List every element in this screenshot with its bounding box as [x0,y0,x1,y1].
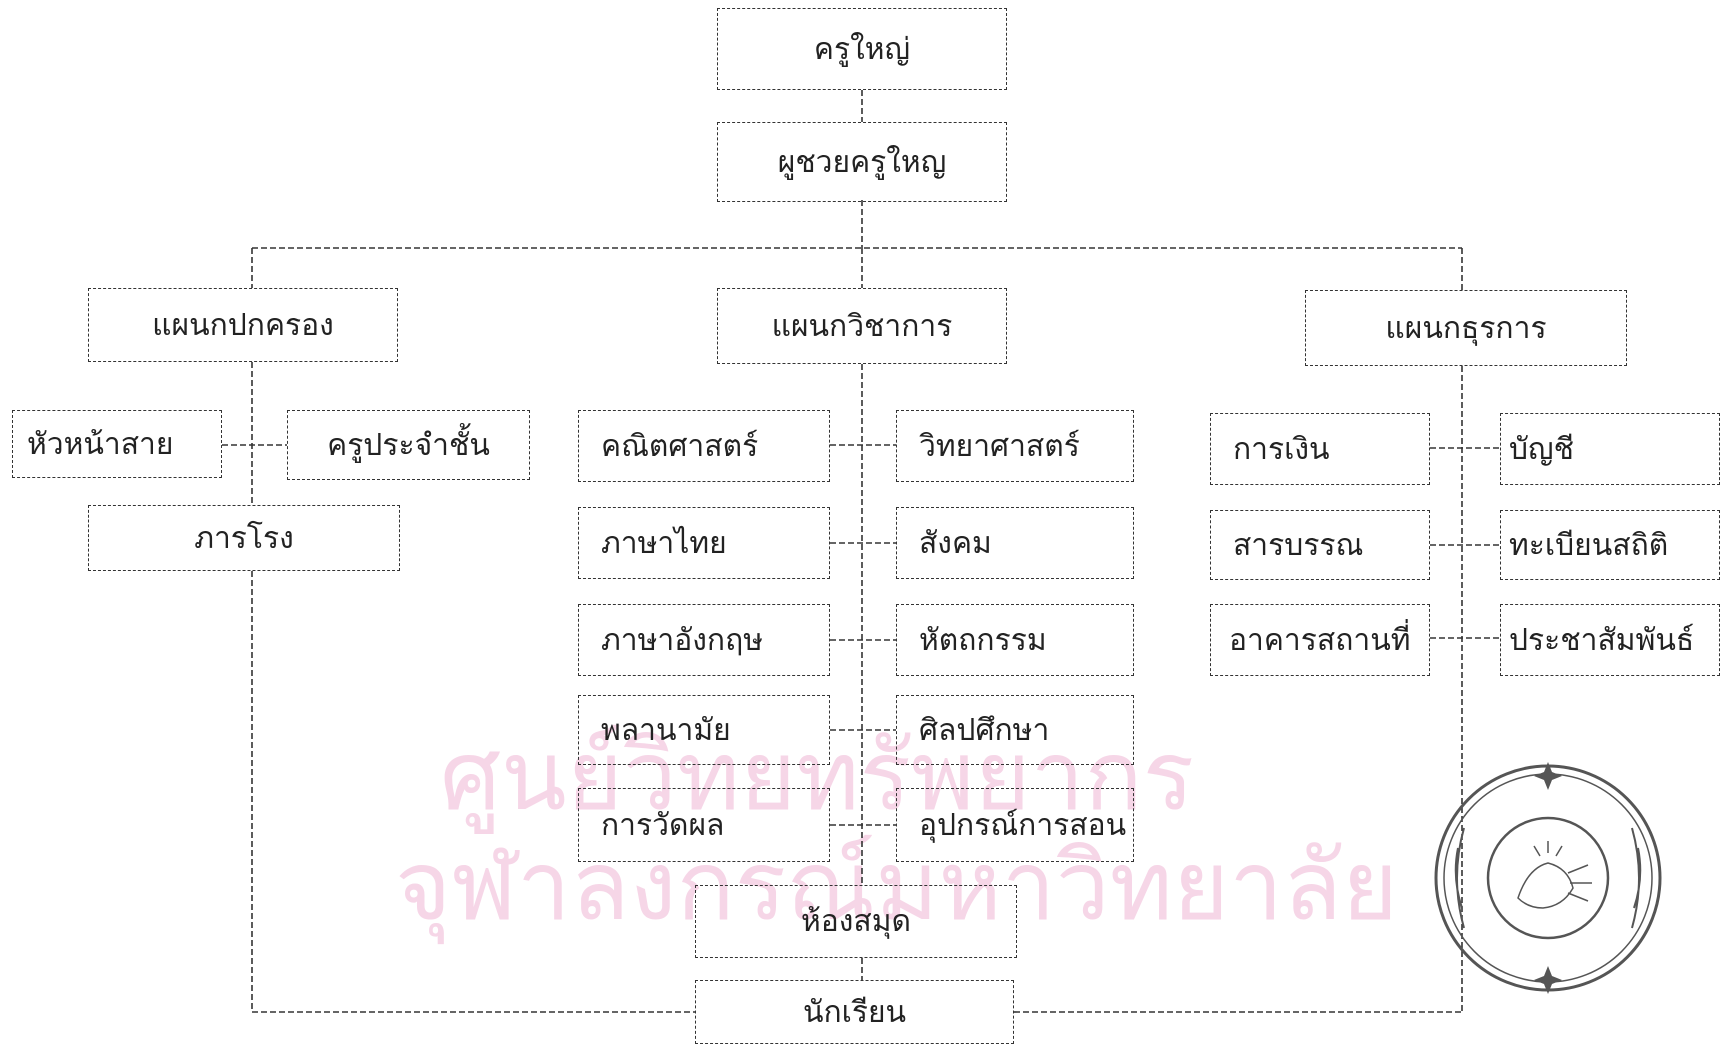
label-health: พลานามัย [601,712,731,748]
label-accounting: บัญชี [1509,431,1574,467]
box-janitor: ภารโรง [88,505,400,571]
box-social: สังคม [896,507,1134,579]
label-teaching-aids: อุปกรณ์การสอน [919,807,1127,843]
box-finance: การเงิน [1210,413,1430,485]
box-accounting: บัญชี [1500,413,1720,485]
label-assistant-principal: ผูชวยครูใหญ [777,144,947,180]
box-teaching-aids: อุปกรณ์การสอน [896,788,1134,862]
box-correspondence: สารบรรณ [1210,510,1430,580]
label-library: ห้องสมุด [800,904,911,939]
box-thai: ภาษาไทย [578,507,830,579]
label-finance: การเงิน [1233,431,1330,467]
label-thai: ภาษาไทย [601,525,727,561]
label-statistics: ทะเบียนสถิติ [1509,527,1669,563]
label-social: สังคม [919,525,992,561]
box-admin-dept: แผนกปกครอง [88,288,398,362]
label-science: วิทยาศาสตร์ [919,428,1080,464]
box-public-relations: ประชาสัมพันธ์ [1500,604,1720,676]
label-admin-dept: แผนกปกครอง [152,307,334,343]
box-line-head: หัวหน้าสาย [12,410,222,478]
box-science: วิทยาศาสตร์ [896,410,1134,482]
box-principal: ครูใหญ่ [717,8,1007,90]
box-class-teacher: ครูประจำชั้น [287,410,530,480]
library-seal-stamp [1434,762,1662,994]
label-students: นักเรียน [802,994,907,1030]
watermark-line-1: ศูนย์วิทยทรัพยากร [440,720,1195,832]
box-health: พลานามัย [578,695,830,765]
label-buildings: อาคารสถานที่ [1229,622,1411,658]
box-students: นักเรียน [695,980,1014,1044]
label-math: คณิตศาสตร์ [601,428,759,464]
label-business-dept: แผนกธุรการ [1385,310,1547,346]
box-assistant-principal: ผูชวยครูใหญ [717,122,1007,202]
box-english: ภาษาอังกฤษ [578,604,830,676]
label-arts: ศิลปศึกษา [919,712,1050,748]
label-line-head: หัวหน้าสาย [27,426,174,462]
label-evaluation: การวัดผล [601,807,725,843]
label-english: ภาษาอังกฤษ [601,622,764,658]
box-arts: ศิลปศึกษา [896,695,1134,765]
box-buildings: อาคารสถานที่ [1210,604,1430,676]
box-academic-dept: แผนกวิชาการ [717,288,1007,364]
box-evaluation: การวัดผล [578,788,830,862]
label-correspondence: สารบรรณ [1233,527,1364,563]
box-statistics: ทะเบียนสถิติ [1500,510,1720,580]
box-math: คณิตศาสตร์ [578,410,830,482]
label-public-relations: ประชาสัมพันธ์ [1509,622,1695,658]
label-handicraft: หัตถกรรม [919,622,1047,658]
box-business-dept: แผนกธุรการ [1305,290,1627,366]
label-class-teacher: ครูประจำชั้น [327,427,490,463]
label-academic-dept: แผนกวิชาการ [771,308,953,344]
box-library: ห้องสมุด [695,885,1017,958]
label-principal: ครูใหญ่ [813,31,911,67]
box-handicraft: หัตถกรรม [896,604,1134,676]
label-janitor: ภารโรง [194,520,294,556]
